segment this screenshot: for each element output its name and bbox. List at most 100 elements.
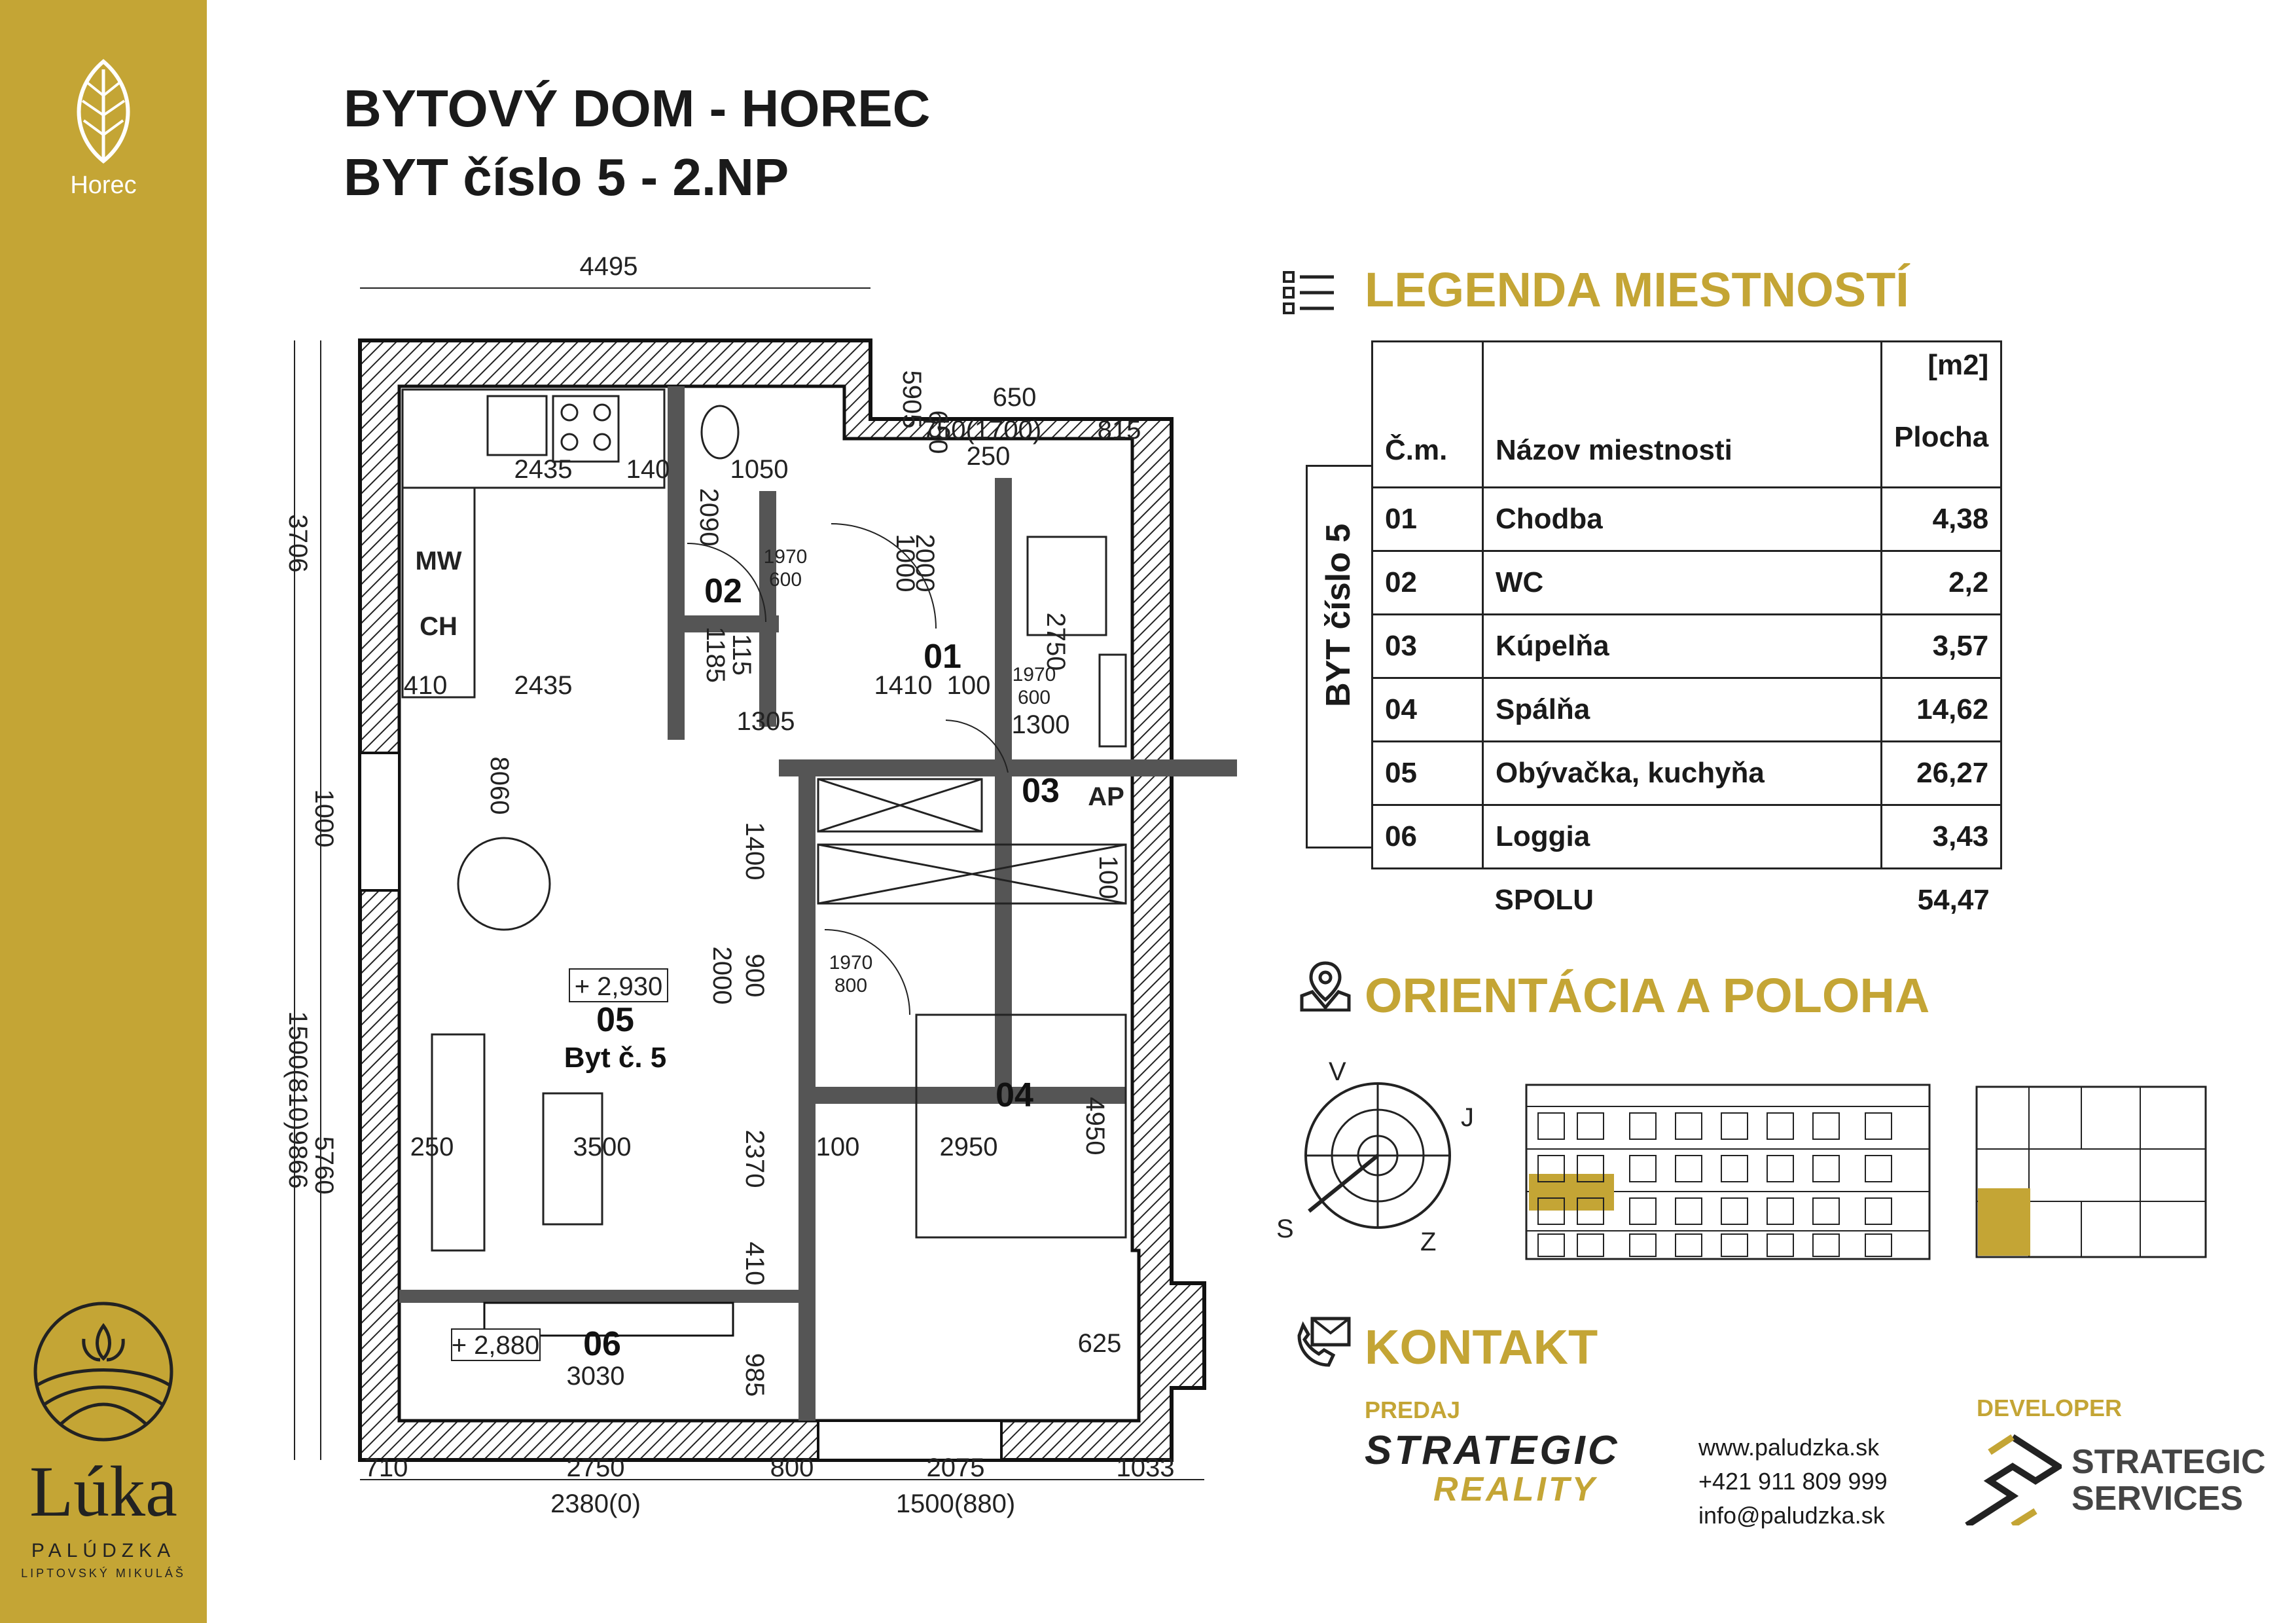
room-num: 02 [1371,550,1484,615]
dev-logo-text: STRATEGIC SERVICES [2072,1444,2266,1517]
level-box [569,968,668,1002]
window [817,1419,1003,1461]
leaf-logo-icon [77,59,130,164]
table-row: 02 WC 2,2 [1371,550,2003,615]
appliance-ch: CH [420,612,457,641]
contact-web[interactable]: www.paludzka.sk [1698,1434,1880,1461]
room-number-05: 05 [596,1001,634,1039]
dim-label: 250 [967,442,1011,471]
dim-label: 5905 [897,371,926,429]
apartment-highlight [1529,1174,1614,1211]
appliance-ap: AP [1088,782,1124,811]
apartment-highlight [1978,1188,2030,1256]
window [359,752,401,892]
col-num-header: Č.m. [1371,340,1484,488]
compass-j: J [1461,1103,1474,1132]
table-row: 06 Loggia 3,43 [1371,804,2003,869]
dim-label: 8060 [485,757,514,815]
dim-label: 1500(810)9866 [283,1011,312,1188]
compass-z: Z [1420,1228,1436,1256]
room-area: 14,62 [1880,677,2003,742]
room-name: WC [1482,550,1882,615]
wall [759,491,776,727]
table-header-row: Č.m. Názov miestnosti [m2] Plocha [1371,340,2003,488]
room-number-01: 01 [924,638,961,676]
dim-label: 2750 [1041,613,1070,671]
room-area: 4,38 [1880,486,2003,552]
coffee-table-icon [542,1092,603,1226]
developer-label: DEVELOPER [1977,1395,2123,1421]
table-row: 03 Kúpelňa 3,57 [1371,613,2003,679]
legend-group-label: BYT číslo 5 [1319,523,1357,707]
door-swing [687,543,766,623]
shower-icon [1026,536,1107,636]
room-number-02: 02 [704,572,742,610]
room-area: 3,43 [1880,804,2003,869]
dim-label: 625 [1078,1329,1122,1358]
dim-label: 100 [816,1133,860,1161]
dim-label: 3030 [567,1362,625,1391]
dim-label: 1033 [1117,1453,1175,1482]
table-row: 05 Obývačka, kuchyňa 26,27 [1371,740,2003,806]
room-name: Spálňa [1482,677,1882,742]
room-num: 05 [1371,740,1484,806]
wall [779,759,1237,776]
dim-label: 650 [993,383,1037,412]
kitchen-tall-units [401,486,476,699]
list-icon [1283,271,1334,314]
dim-label: 985 [740,1353,769,1397]
dim-label: 1970 [829,952,873,974]
contact-email[interactable]: info@paludzka.sk [1698,1502,1885,1529]
dim-label: 2950 [940,1133,998,1161]
room-name: Kúpelňa [1482,613,1882,679]
dim-label: 600 [769,569,802,591]
dim-label: 1000 [310,790,338,848]
room-area: 2,2 [1880,550,2003,615]
logo-name: Lúka [29,1451,177,1531]
compass-v: V [1329,1057,1346,1086]
dim-label: 1305 [737,707,795,736]
level-05: + 2,930 [575,972,663,1001]
floor-plan: 4495 650 750(1700) 815 710 2750 800 2075… [283,252,1237,1518]
logo-sub1: PALÚDZKA [31,1540,176,1561]
wall [668,386,685,740]
room-num: 03 [1371,613,1484,679]
dim-label: 2435 [514,671,573,700]
kitchen-counter [401,388,666,489]
wardrobe-icon [817,778,983,833]
orientation-title: ORIENTÁCIA A POLOHA [1365,968,1930,1023]
dim-label: 710 [365,1453,408,1482]
wall [995,478,1012,1100]
stove-icon [552,395,620,463]
room-num: 01 [1371,486,1484,552]
toilet-icon [700,405,740,460]
dim-label: 1970 [764,546,808,568]
dim-label: 1050 [730,455,789,484]
brand-top-name: Horec [70,172,137,199]
dim-label: 2000 [708,947,736,1005]
dim-label: 2370 [740,1130,769,1188]
dim-label: 2000 [910,534,939,593]
contact-phone[interactable]: +421 911 809 999 [1698,1468,1888,1495]
room-number-03: 03 [1022,772,1060,810]
logo-sub2: LIPTOVSKÝ MIKULÁŠ [21,1567,186,1580]
total-label: SPOLU [1494,884,1594,916]
dim-label: 900 [740,954,769,998]
dim-label: 2075 [927,1453,985,1482]
contact-details: www.paludzka.sk +421 911 809 999 info@pa… [1698,1431,1888,1533]
dim-label: 1185 [701,627,730,683]
map-pin-icon [1300,961,1351,1012]
brand-sidebar: Horec Lúka PALÚDZKA LIPTOVSKÝ MIKULÁŠ [0,0,207,1623]
dim-label: 1400 [740,822,769,881]
sales-label: PREDAJ [1365,1396,1461,1423]
dim-label: 2380(0) [550,1489,641,1518]
floor-location-plan [1975,1085,2207,1258]
room-area: 3,57 [1880,613,2003,679]
dim-label: 1970 [1013,664,1056,685]
level-box [451,1328,541,1361]
dim-label: 140 [626,455,670,484]
col-area-label: Plocha [1894,421,1989,453]
dim-label: 1410 [874,671,933,700]
page-subtitle: BYT číslo 5 - 2.NP [344,148,789,206]
dim-label: 3500 [573,1133,632,1161]
